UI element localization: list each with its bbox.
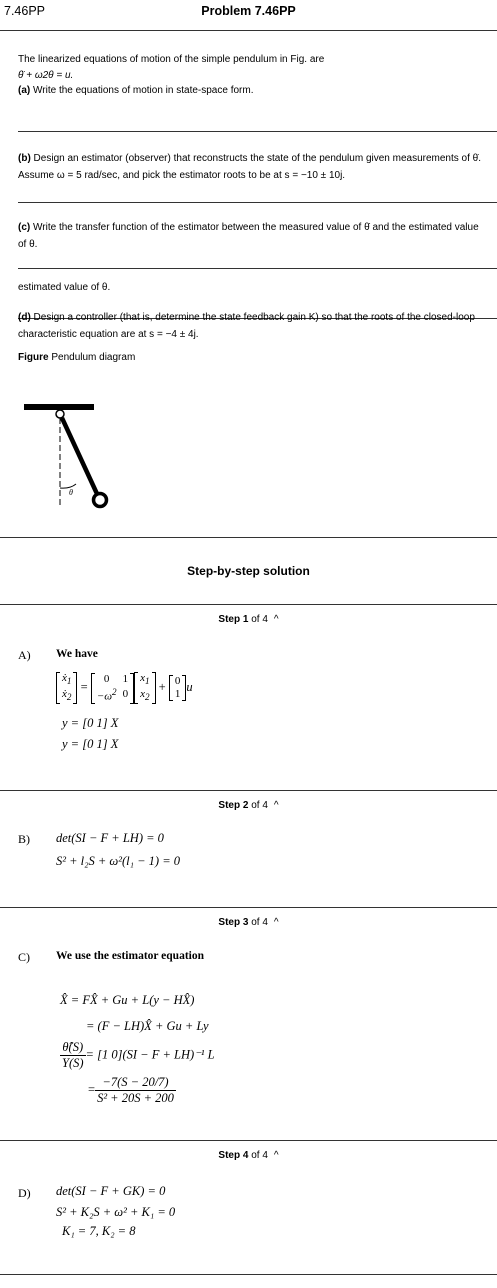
step-1-label: Step 1 bbox=[218, 614, 249, 625]
pendulum-angle-arc bbox=[59, 483, 77, 489]
step-1-total: of 4 bbox=[248, 614, 268, 625]
step-3-label: Step 3 bbox=[218, 917, 249, 928]
problem-part-b: (b) Design an estimator (observer) that … bbox=[18, 150, 488, 184]
result-fraction: −7(S − 20/7)S² + 20S + 200 bbox=[95, 1075, 176, 1106]
step-1-letter: A) bbox=[18, 648, 31, 662]
tf-rhs: = [1 0](SI − F + LH)⁻¹ L bbox=[85, 1047, 215, 1062]
part-c-text: Write the transfer function of the estim… bbox=[18, 222, 479, 250]
divider-step-2 bbox=[0, 907, 497, 908]
step-2-label: Step 2 bbox=[218, 800, 249, 811]
step-1-intro: We have bbox=[56, 648, 98, 660]
pendulum-pivot bbox=[55, 409, 65, 419]
solution-heading: Step-by-step solution bbox=[187, 564, 310, 578]
step-1-output-eq-2: y = [0 1] X bbox=[62, 737, 119, 751]
part-b-text: Design an estimator (observer) that reco… bbox=[18, 153, 482, 181]
step-2-total: of 4 bbox=[248, 800, 268, 811]
step-3-letter: C) bbox=[18, 950, 30, 964]
step-4-label: Step 4 bbox=[218, 1150, 249, 1161]
pendulum-bob bbox=[91, 491, 109, 509]
step-2-letter: B) bbox=[18, 832, 30, 846]
step-4-line-3: K₁ = 7, K₂ = 8 bbox=[62, 1224, 136, 1238]
step-4-total: of 4 bbox=[248, 1150, 268, 1161]
step-4-line-1: det(SI − F + GK) = 0 bbox=[56, 1184, 166, 1198]
divider-step-4 bbox=[0, 1274, 497, 1275]
step-3-result: =−7(S − 20/7)S² + 20S + 200 bbox=[88, 1075, 176, 1106]
tf-denominator: Y(S) bbox=[62, 1056, 84, 1070]
step-4-header[interactable]: Step 4 of 4 ^ bbox=[0, 1150, 497, 1161]
step-3-header[interactable]: Step 3 of 4 ^ bbox=[0, 917, 497, 928]
step-3-line-2: = (F − LH)X̂ + Gu + Ly bbox=[86, 1019, 209, 1033]
step-4-line-2: S² + K₂S + ω² + K₁ = 0 bbox=[56, 1205, 176, 1219]
step-3-transfer-function: θ̂(S)Y(S)= [1 0](SI − F + LH)⁻¹ L bbox=[60, 1040, 215, 1071]
pendulum-diagram: θ bbox=[24, 404, 109, 509]
step-2-line-2: S² + l₂S + ω²(l₁ − 1) = 0 bbox=[56, 854, 181, 868]
figure-caption-text: Pendulum diagram bbox=[48, 352, 136, 363]
problem-intro: The linearized equations of motion of th… bbox=[18, 54, 325, 65]
problem-part-d: (d) Design a controller (that is, determ… bbox=[18, 309, 488, 343]
part-d-text: Design a controller (that is, determine … bbox=[18, 312, 475, 340]
tf-numerator: θ̂(S) bbox=[60, 1040, 86, 1056]
chevron-up-icon[interactable]: ^ bbox=[273, 800, 279, 811]
step-4-letter: D) bbox=[18, 1186, 31, 1200]
part-a-label: (a) bbox=[18, 85, 31, 96]
result-numerator: −7(S − 20/7) bbox=[95, 1075, 176, 1091]
divider-c2 bbox=[18, 318, 497, 319]
divider-step-1 bbox=[0, 790, 497, 791]
pendulum-ceiling bbox=[24, 404, 94, 410]
step-3-line-1: X̂ = FX̂ + Gu + L(y − HX̂) bbox=[60, 993, 195, 1007]
problem-part-c: (c) Write the transfer function of the e… bbox=[18, 219, 488, 253]
figure-label: Figure bbox=[18, 352, 49, 363]
header-problem-number: 7.46PP bbox=[4, 4, 46, 18]
step-1-output-eq-1: y = [0 1] X bbox=[62, 716, 119, 730]
step-3-intro: We use the estimator equation bbox=[56, 950, 205, 962]
part-c-label: (c) bbox=[18, 222, 31, 233]
divider-problem-end bbox=[0, 537, 497, 538]
pendulum-rod bbox=[59, 417, 101, 497]
part-c-overlap-text: estimated value of θ. bbox=[18, 282, 111, 293]
step-2-header[interactable]: Step 2 of 4 ^ bbox=[0, 800, 497, 811]
pendulum-theta-label: θ bbox=[69, 488, 73, 497]
part-d-label: (d) bbox=[18, 312, 31, 323]
problem-part-a: (a) Write the equations of motion in sta… bbox=[18, 82, 488, 99]
part-a-text: Write the equations of motion in state-s… bbox=[30, 85, 254, 96]
header-divider bbox=[0, 30, 497, 31]
result-denominator: S² + 20S + 200 bbox=[97, 1091, 174, 1105]
header-problem-title: Problem 7.46PP bbox=[201, 4, 296, 18]
step-2-line-1: det(SI − F + LH) = 0 bbox=[56, 831, 164, 845]
step-3-total: of 4 bbox=[248, 917, 268, 928]
divider-c bbox=[18, 268, 497, 269]
part-b-label: (b) bbox=[18, 153, 31, 164]
divider-solution-heading bbox=[0, 604, 497, 605]
chevron-up-icon[interactable]: ^ bbox=[273, 614, 279, 625]
divider-a bbox=[18, 131, 497, 132]
figure-caption: Figure Pendulum diagram bbox=[18, 349, 135, 366]
divider-b bbox=[18, 202, 497, 203]
chevron-up-icon[interactable]: ^ bbox=[273, 1150, 279, 1161]
tf-fraction: θ̂(S)Y(S) bbox=[60, 1040, 86, 1071]
problem-equation: θ̈ + ω2θ = u. bbox=[18, 70, 74, 81]
step-1-header[interactable]: Step 1 of 4 ^ bbox=[0, 614, 497, 625]
chevron-up-icon[interactable]: ^ bbox=[273, 917, 279, 928]
divider-step-3 bbox=[0, 1140, 497, 1141]
